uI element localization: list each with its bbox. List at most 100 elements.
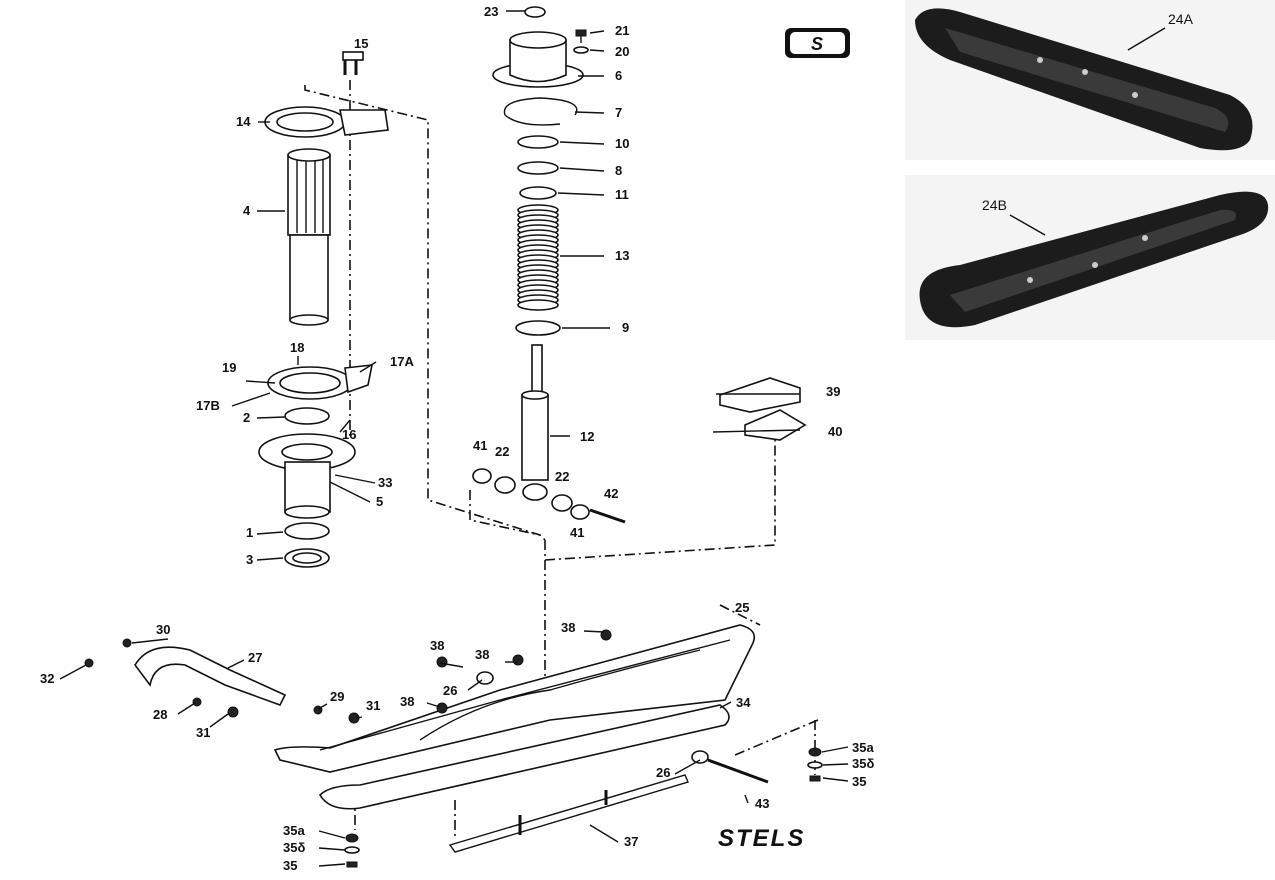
label-13: 13 [615,248,629,263]
label-3: 3 [246,552,253,567]
label-17b: 17B [196,398,220,413]
shock-rod-shape [531,344,543,396]
brand-wordmark: STELS [718,825,805,852]
leader-line [256,531,284,535]
leader-line [1127,27,1166,51]
callout-labels: 23 21 20 6 7 10 8 11 13 9 12 15 14 4 18 … [40,4,874,873]
label-38-c: 38 [561,620,575,635]
label-28: 28 [153,707,167,722]
leader-line [356,716,363,719]
label-6: 6 [615,68,622,83]
leader-line [177,702,196,715]
ski-photo-24a [905,0,1275,160]
label-31-left: 31 [196,725,210,740]
ski-handle-27 [84,638,360,724]
leader-line [1009,214,1046,236]
label-1: 1 [246,525,253,540]
leader-line [557,192,605,196]
leader-line [334,474,376,484]
steering-column-assembly [258,51,389,568]
bolt-21-shape [575,29,587,37]
label-5: 5 [376,494,383,509]
label-35a-left: 35a [283,823,305,838]
leader-line [317,703,328,710]
label-9: 9 [622,320,629,335]
label-11: 11 [615,187,629,202]
label-37: 37 [624,834,638,849]
label-39: 39 [826,384,840,399]
label-32: 32 [40,671,54,686]
leader-line [822,763,849,766]
leader-line [712,429,801,433]
label-4: 4 [243,203,251,218]
label-31-right: 31 [366,698,380,713]
leader-line [231,392,271,407]
label-35d-right: 35δ [852,756,874,771]
label-35a-right: 35a [852,740,874,755]
label-34: 34 [736,695,751,710]
leader-line [589,49,605,52]
leader-line [318,863,346,867]
label-22-left: 22 [495,444,509,459]
label-40: 40 [828,424,842,439]
leader-line [59,664,87,680]
bracket-39-40 [719,377,807,441]
circlip-7-shape [503,97,578,126]
label-38-a: 38 [430,638,444,653]
washer-11-shape [519,186,557,200]
leader-line [227,659,245,669]
label-29: 29 [330,689,344,704]
leader-line [574,111,605,114]
splined-shaft-4-shape [287,154,331,236]
shock-absorber-assembly [472,6,626,524]
label-35-left: 35 [283,858,297,873]
leader-line [674,759,701,775]
label-18: 18 [290,340,304,355]
label-7: 7 [615,105,622,120]
label-22-right: 22 [555,469,569,484]
wear-bar-37-shape [448,774,689,853]
washer-10-shape [517,135,559,149]
leader-line [467,679,483,691]
label-42: 42 [604,486,618,501]
bearing-1-shape [284,522,330,540]
leader-line [256,416,286,419]
label-10: 10 [615,136,629,151]
assembly-dash-lines [304,80,819,840]
label-23: 23 [484,4,498,19]
leader-line [744,794,749,804]
label-35d-left: 35δ [283,840,305,855]
leader-line [589,30,605,34]
label-35-right: 35 [852,774,866,789]
logo-letter: S [811,34,823,54]
leader-line [329,481,371,503]
leader-line [245,380,276,384]
label-19: 19 [222,360,236,375]
leader-line [256,557,284,561]
label-17a: 17A [390,354,414,369]
leader-line [583,630,605,633]
leader-line [426,702,441,708]
leader-line [559,141,605,145]
label-14: 14 [236,114,251,129]
spring-coil [517,299,559,311]
leader-line [821,746,849,753]
label-25: 25 [735,600,749,615]
label-2: 2 [243,410,250,425]
photo-label-24b: 24B [982,197,1007,213]
label-41-top: 41 [473,438,487,453]
leader-line [559,167,605,172]
label-27: 27 [248,650,262,665]
ski-assembly [273,624,823,868]
runner-34-shape [318,704,730,810]
washer-20-shape [573,46,589,54]
ski-25-shape [273,624,756,773]
leader-line [439,662,464,668]
label-26-bottom: 26 [656,765,670,780]
label-41-bottom: 41 [570,525,584,540]
leader-line [719,701,732,709]
nut-23-shape [524,6,546,18]
label-12: 12 [580,429,594,444]
photo-label-24a: 24A [1168,11,1194,27]
